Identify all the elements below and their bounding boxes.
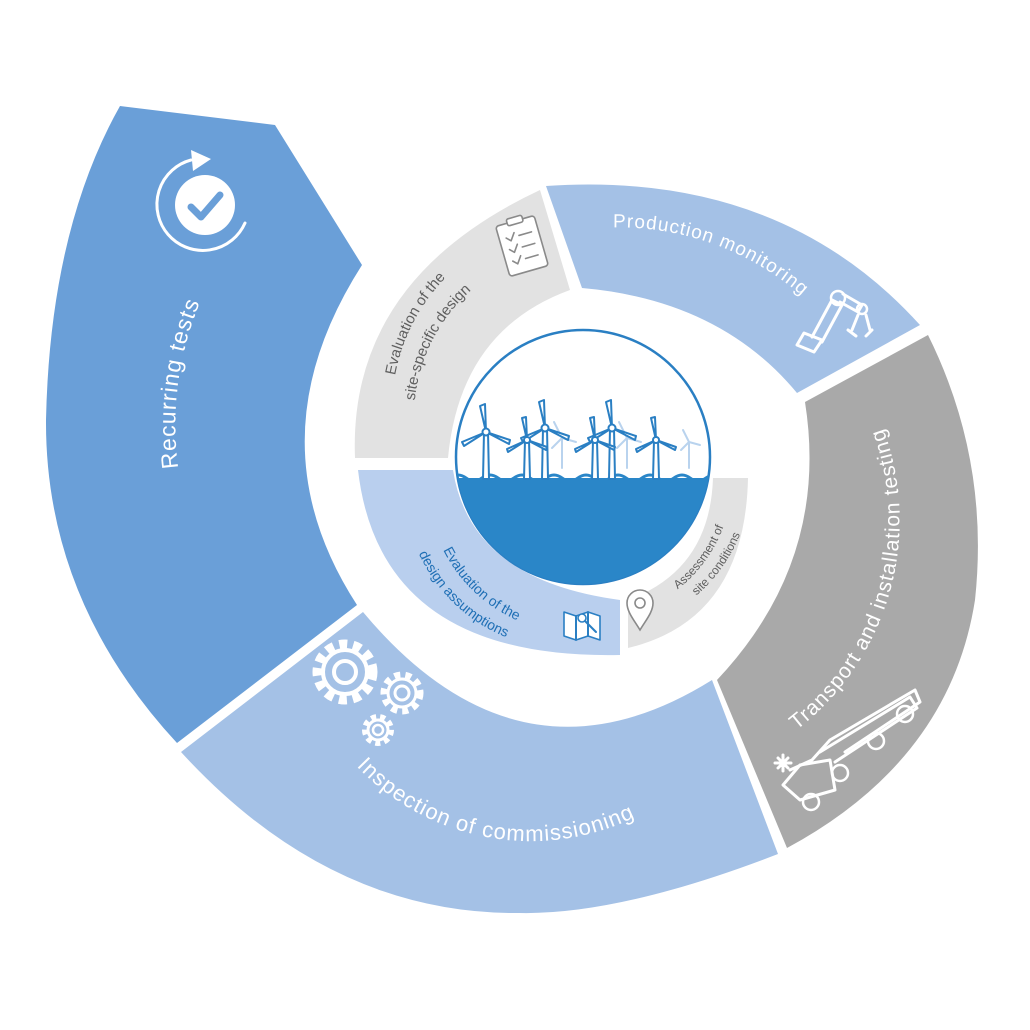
segment-transport-and-installation: Transport and installation testing bbox=[717, 335, 978, 848]
segment-recurring-tests: Recurring tests bbox=[45, 106, 362, 743]
wind-turbines bbox=[461, 399, 677, 480]
robot-arm-icon bbox=[795, 289, 874, 354]
offshore-wind-farm-icon bbox=[454, 328, 712, 586]
inner-segment-site-specific-design: Evaluation of the site-specific design bbox=[354, 190, 570, 458]
waves bbox=[456, 473, 710, 483]
segment-production-monitoring: Production monitoring bbox=[546, 184, 920, 393]
production-band bbox=[546, 184, 920, 393]
gears-icon bbox=[312, 639, 424, 746]
crane-truck-icon bbox=[773, 688, 922, 812]
design-assumptions-band bbox=[358, 470, 620, 656]
transport-band bbox=[717, 335, 978, 848]
clipboard-checklist-icon bbox=[495, 214, 549, 277]
site-conditions-band bbox=[628, 478, 748, 648]
location-pin-icon bbox=[626, 589, 654, 632]
inner-segment-design-assumptions: Evaluation of the design assumptions bbox=[358, 470, 620, 656]
recurring-tests-band bbox=[45, 106, 362, 743]
segment-inspection-of-commissioning: Inspection of commissioning bbox=[181, 612, 778, 914]
refresh-check-icon bbox=[155, 150, 247, 252]
map-wrench-icon bbox=[563, 611, 601, 641]
